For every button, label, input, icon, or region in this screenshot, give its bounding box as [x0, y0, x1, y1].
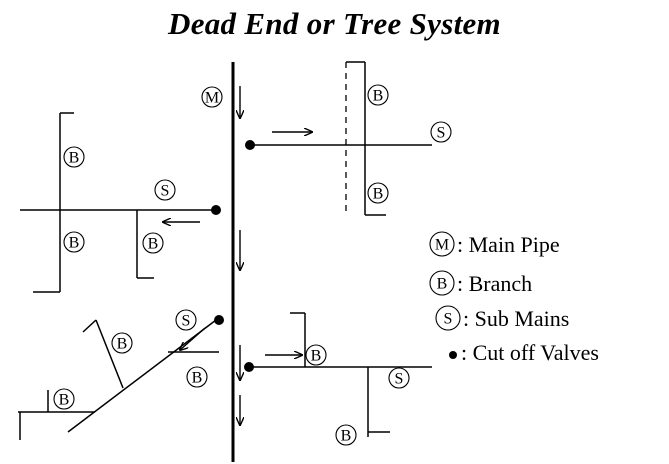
sub-main-symbol [430, 121, 452, 143]
branch-symbol [186, 366, 208, 388]
branch-symbol [335, 424, 357, 446]
main-symbol [201, 86, 223, 108]
legend-cut-off-valves: : Cut off Valves [461, 340, 599, 365]
legend-sub-main-symbol [435, 305, 461, 331]
branch-symbol-text: B [373, 186, 384, 203]
cut-off-valve [245, 140, 255, 150]
flow-arrow [180, 327, 206, 350]
branch-diagonal [82, 319, 97, 333]
branch-symbol [63, 231, 85, 253]
sub-main-symbol-text: S [395, 371, 404, 388]
branch-symbol [142, 232, 164, 254]
legend-branch-symbol [429, 270, 455, 296]
legend-main-pipe: : Main Pipe [457, 232, 560, 257]
branch-symbol [367, 84, 389, 106]
legend-sub-main-letter: S [444, 311, 453, 328]
cut-off-valve [214, 315, 224, 325]
sub-main-symbol [388, 367, 410, 389]
sub-main-symbol-text: S [437, 125, 446, 142]
legend: M : Main Pipe B : Branch S : Sub Mains :… [429, 231, 599, 365]
branch-symbol-text: B [59, 392, 70, 409]
branch-symbol [367, 182, 389, 204]
sub-main-symbol [154, 179, 176, 201]
branch-symbol [53, 388, 75, 410]
branch-symbol-text: B [117, 336, 128, 353]
sub-main-symbol [175, 309, 197, 331]
branch-symbol-text: B [192, 370, 203, 387]
cut-off-valve [244, 362, 254, 372]
branch-symbol [111, 332, 133, 354]
branch-symbol-text: B [311, 348, 322, 365]
branch-symbol-text: B [373, 88, 384, 105]
cut-off-valve [211, 205, 221, 215]
branch-symbol-text: B [148, 236, 159, 253]
main-symbol-text: M [205, 90, 219, 107]
branch-symbol [305, 344, 327, 366]
branch-symbol-text: B [69, 150, 80, 167]
branch-symbol [63, 146, 85, 168]
sub-main-symbol-text: S [161, 183, 170, 200]
branch-symbol-text: B [69, 235, 80, 252]
branch-symbol-text: B [341, 428, 352, 445]
legend-main-letter: M [435, 237, 449, 254]
legend-branch: : Branch [457, 271, 532, 296]
sub-main-symbol-text: S [182, 313, 191, 330]
legend-branch-letter: B [437, 276, 448, 293]
sub-main-diagonal [67, 319, 217, 433]
legend-valve-dot [449, 351, 457, 359]
legend-main-symbol [429, 231, 455, 257]
diagram-title: Dead End or Tree System [168, 6, 501, 41]
legend-sub-mains: : Sub Mains [463, 306, 569, 331]
